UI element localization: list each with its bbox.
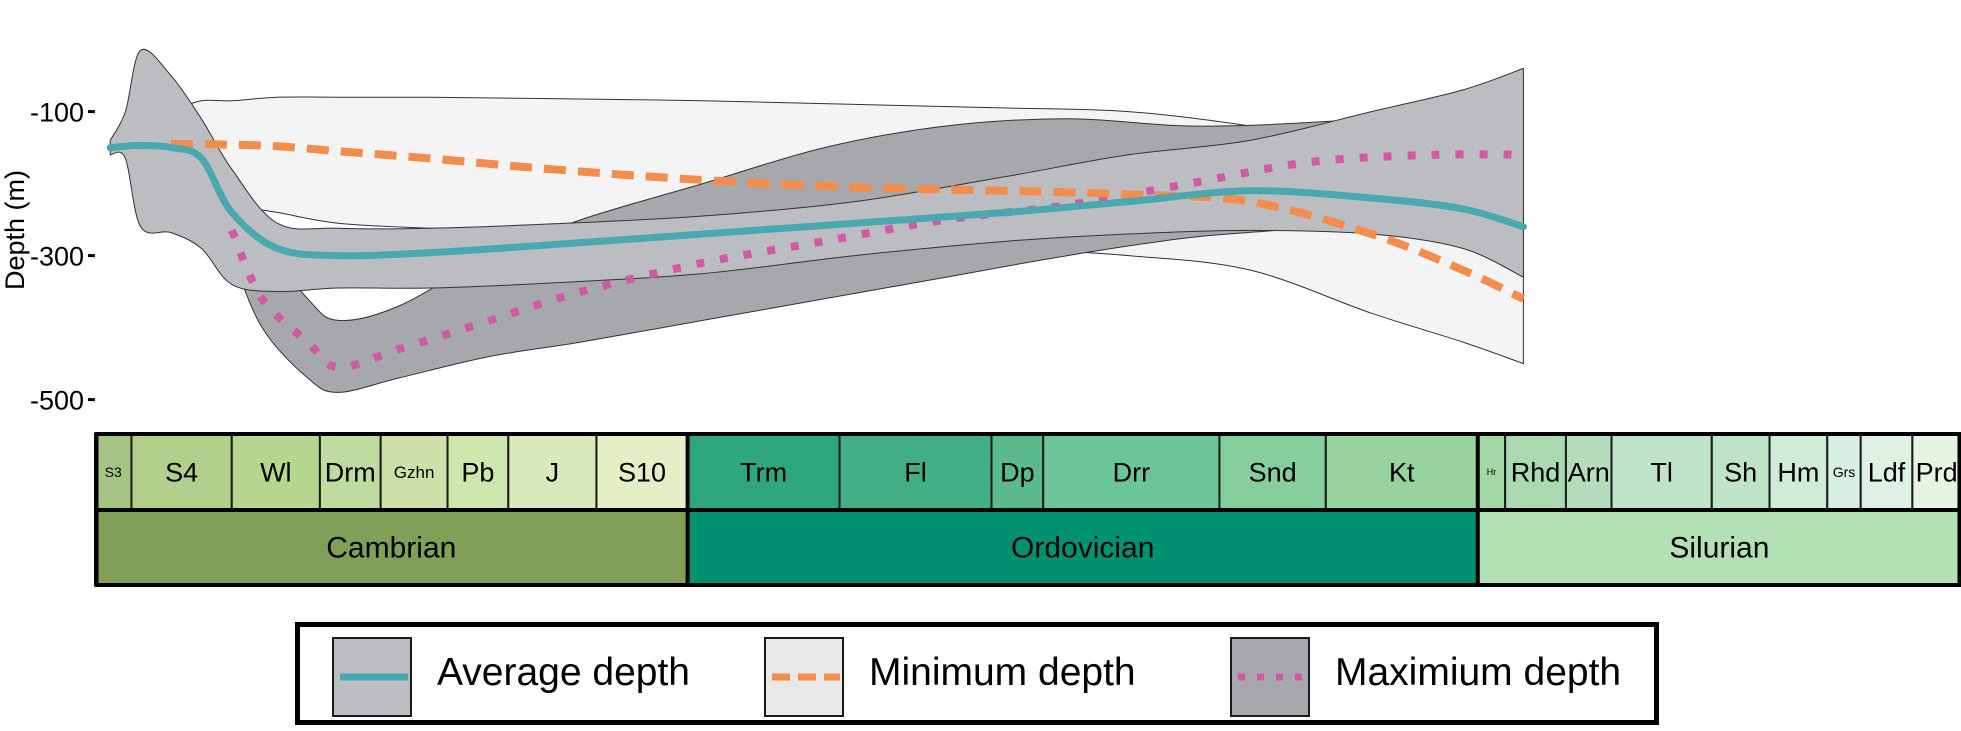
uncertainty-bands [109, 48, 1524, 393]
stage-label-s4: S4 [165, 458, 198, 488]
stage-label-hm: Hm [1777, 458, 1819, 488]
stage-label-s10: S10 [618, 458, 666, 488]
stage-label-j: J [546, 458, 560, 488]
legend-line-dashed [772, 673, 840, 681]
stage-label-sh: Sh [1724, 458, 1757, 488]
stage-label-rhd: Rhd [1511, 458, 1561, 488]
stage-label-tl: Tl [1650, 458, 1673, 488]
period-label-silurian: Silurian [1669, 532, 1769, 565]
y-tick-label: -100 [30, 98, 84, 128]
line-minimum [170, 139, 1526, 303]
stage-label-ldf: Ldf [1868, 458, 1906, 488]
y-axis-title: Depth (m) [0, 170, 30, 290]
stage-box-s4 [130, 433, 233, 511]
stage-label-hr: Hr [1487, 467, 1497, 477]
stage-box-trm [686, 433, 841, 511]
stage-label-kt: Kt [1389, 458, 1415, 488]
stage-box-sh [1710, 433, 1771, 511]
stage-box-drm [318, 433, 382, 511]
series-lines [106, 139, 1527, 372]
band-average [109, 48, 1524, 293]
period-label-cambrian: Cambrian [326, 532, 456, 565]
stage-label-wl: Wl [260, 458, 291, 488]
y-tick-label: -300 [30, 242, 84, 272]
stage-box-gzhn [379, 433, 449, 511]
stage-label-drm: Drm [325, 458, 376, 488]
stage-box-fl [838, 433, 993, 511]
stage-label-pb: Pb [461, 458, 494, 488]
stage-label-arn: Arn [1568, 458, 1610, 488]
stage-box-hm [1768, 433, 1829, 511]
stage-label-prd: Prd [1916, 458, 1958, 488]
legend-line-solid [340, 673, 408, 681]
legend-label-maximum: Maximium depth [1335, 651, 1622, 694]
stage-label-snd: Snd [1249, 458, 1297, 488]
legend: Average depth Minimum depth Maximium dep… [295, 622, 1659, 725]
stage-label-grs: Grs [1833, 464, 1856, 480]
stage-box-drr [1042, 433, 1221, 511]
stage-label-trm: Trm [740, 458, 787, 488]
y-axis: -100 -300 -500 [30, 98, 95, 416]
legend-swatch-maximum [1230, 637, 1310, 717]
stage-label-fl: Fl [904, 458, 927, 488]
stage-label-s3: S3 [105, 464, 122, 480]
y-tick-label: -500 [30, 386, 84, 416]
period-box-ordovician [686, 509, 1479, 586]
stage-box-tl [1610, 433, 1713, 511]
period-label-ordovician: Ordovician [1011, 532, 1154, 565]
line-average [106, 141, 1527, 260]
legend-label-average: Average depth [437, 651, 690, 694]
stage-box-grs [1826, 433, 1862, 511]
legend-swatch-minimum [764, 637, 844, 717]
legend-line-dotted [1238, 673, 1306, 681]
legend-swatch-average [332, 637, 412, 717]
stage-box-snd [1218, 433, 1327, 511]
stage-label-gzhn: Gzhn [394, 463, 435, 482]
stage-box-ldf [1859, 433, 1914, 511]
stage-label-drr: Drr [1113, 458, 1150, 488]
legend-label-minimum: Minimum depth [869, 651, 1136, 694]
stage-box-kt [1324, 433, 1479, 511]
stage-label-dp: Dp [1000, 458, 1035, 488]
line-maximium [228, 150, 1524, 372]
